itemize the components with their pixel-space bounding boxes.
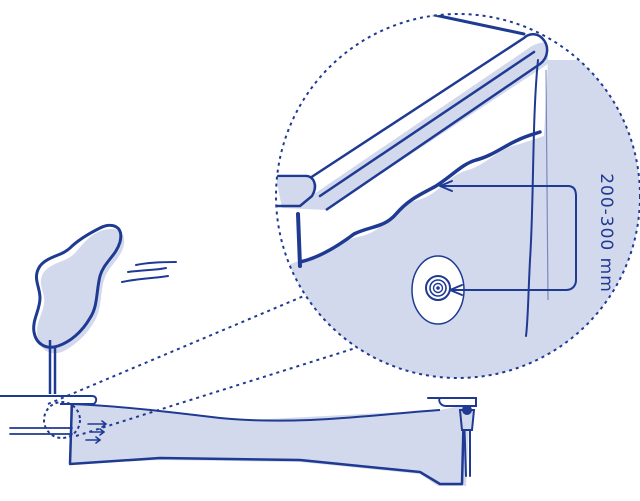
pool-basin: [44, 396, 476, 486]
wind-lines-icon: [122, 262, 176, 282]
water-inlet-pipe: [10, 428, 72, 434]
measurement-label: 200-300 mm: [594, 148, 616, 318]
zoom-detail-circle: [276, 14, 640, 400]
tree-icon: [34, 225, 125, 394]
